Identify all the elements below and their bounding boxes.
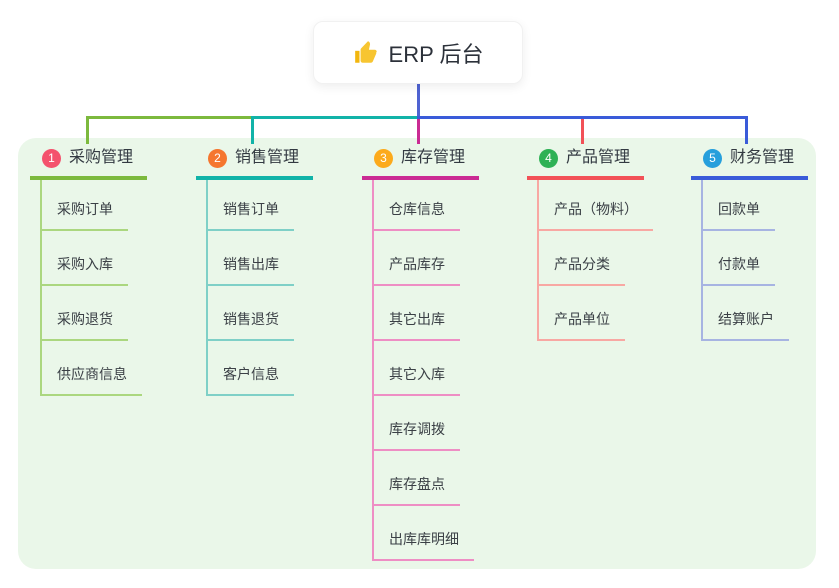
branch-items: 仓库信息 产品库存 其它出库 其它入库 库存调拨 库存盘点 出库库明细 [372, 180, 479, 561]
badge-number: 5 [703, 148, 722, 168]
branch-finance: 5 财务管理 回款单 付款单 结算账户 [691, 147, 809, 341]
leaf-node[interactable]: 销售出库 [208, 231, 294, 286]
leaf-node[interactable]: 产品单位 [539, 286, 625, 341]
leaf-node[interactable]: 产品分类 [539, 231, 625, 286]
branch-purchase: 1 采购管理 采购订单 采购入库 采购退货 供应商信息 [30, 147, 148, 396]
branch-heading-product[interactable]: 4 产品管理 [527, 147, 645, 180]
branch-heading-purchase[interactable]: 1 采购管理 [30, 147, 148, 180]
branch-heading-sales[interactable]: 2 销售管理 [196, 147, 314, 180]
branch-items: 销售订单 销售出库 销售退货 客户信息 [206, 180, 313, 396]
leaf-node[interactable]: 库存调拨 [374, 396, 460, 451]
leaf-node[interactable]: 产品库存 [374, 231, 460, 286]
root-node[interactable]: ERP 后台 [313, 21, 523, 84]
leaf-node[interactable]: 产品（物料） [539, 180, 653, 231]
leaf-node[interactable]: 采购入库 [42, 231, 128, 286]
branch-heading-inventory[interactable]: 3 库存管理 [362, 147, 480, 180]
branch-heading-finance[interactable]: 5 财务管理 [691, 147, 809, 180]
leaf-node[interactable]: 销售退货 [208, 286, 294, 341]
branch-items: 回款单 付款单 结算账户 [701, 180, 808, 341]
connector-bus-sales [251, 116, 418, 119]
connector-drop-inventory [417, 119, 420, 144]
connector-drop-purchase [86, 116, 89, 144]
branch-sales: 2 销售管理 销售订单 销售出库 销售退货 客户信息 [196, 147, 314, 396]
leaf-node[interactable]: 其它入库 [374, 341, 460, 396]
branch-items: 采购订单 采购入库 采购退货 供应商信息 [40, 180, 147, 396]
leaf-node[interactable]: 供应商信息 [42, 341, 142, 396]
canvas-panel [18, 138, 816, 569]
connector-bus-purchase [86, 116, 253, 119]
thumbs-up-icon [354, 40, 377, 63]
branch-title: 销售管理 [235, 149, 300, 166]
leaf-node[interactable]: 付款单 [703, 231, 775, 286]
connector-drop-finance [745, 116, 748, 144]
connector-drop-sales [251, 116, 254, 144]
leaf-node[interactable]: 采购订单 [42, 180, 128, 231]
connector-drop-product [581, 119, 584, 144]
badge-number: 4 [539, 148, 558, 168]
branch-title: 采购管理 [69, 149, 134, 166]
leaf-node[interactable]: 出库库明细 [374, 506, 474, 561]
branch-title: 财务管理 [730, 149, 795, 166]
leaf-node[interactable]: 采购退货 [42, 286, 128, 341]
leaf-node[interactable]: 客户信息 [208, 341, 294, 396]
leaf-node[interactable]: 其它出库 [374, 286, 460, 341]
leaf-node[interactable]: 回款单 [703, 180, 775, 231]
connector-bus-finance [417, 116, 748, 119]
branch-title: 库存管理 [401, 149, 466, 166]
branch-title: 产品管理 [566, 149, 631, 166]
leaf-node[interactable]: 库存盘点 [374, 451, 460, 506]
badge-number: 1 [42, 148, 61, 168]
leaf-node[interactable]: 仓库信息 [374, 180, 460, 231]
connector-stem [417, 84, 420, 117]
branch-items: 产品（物料） 产品分类 产品单位 [537, 180, 653, 341]
badge-number: 2 [208, 148, 227, 168]
badge-number: 3 [374, 148, 393, 168]
leaf-node[interactable]: 销售订单 [208, 180, 294, 231]
root-title: ERP 后台 [388, 41, 484, 67]
branch-inventory: 3 库存管理 仓库信息 产品库存 其它出库 其它入库 库存调拨 库存盘点 出库库… [362, 147, 480, 561]
branch-product: 4 产品管理 产品（物料） 产品分类 产品单位 [527, 147, 653, 341]
leaf-node[interactable]: 结算账户 [703, 286, 789, 341]
